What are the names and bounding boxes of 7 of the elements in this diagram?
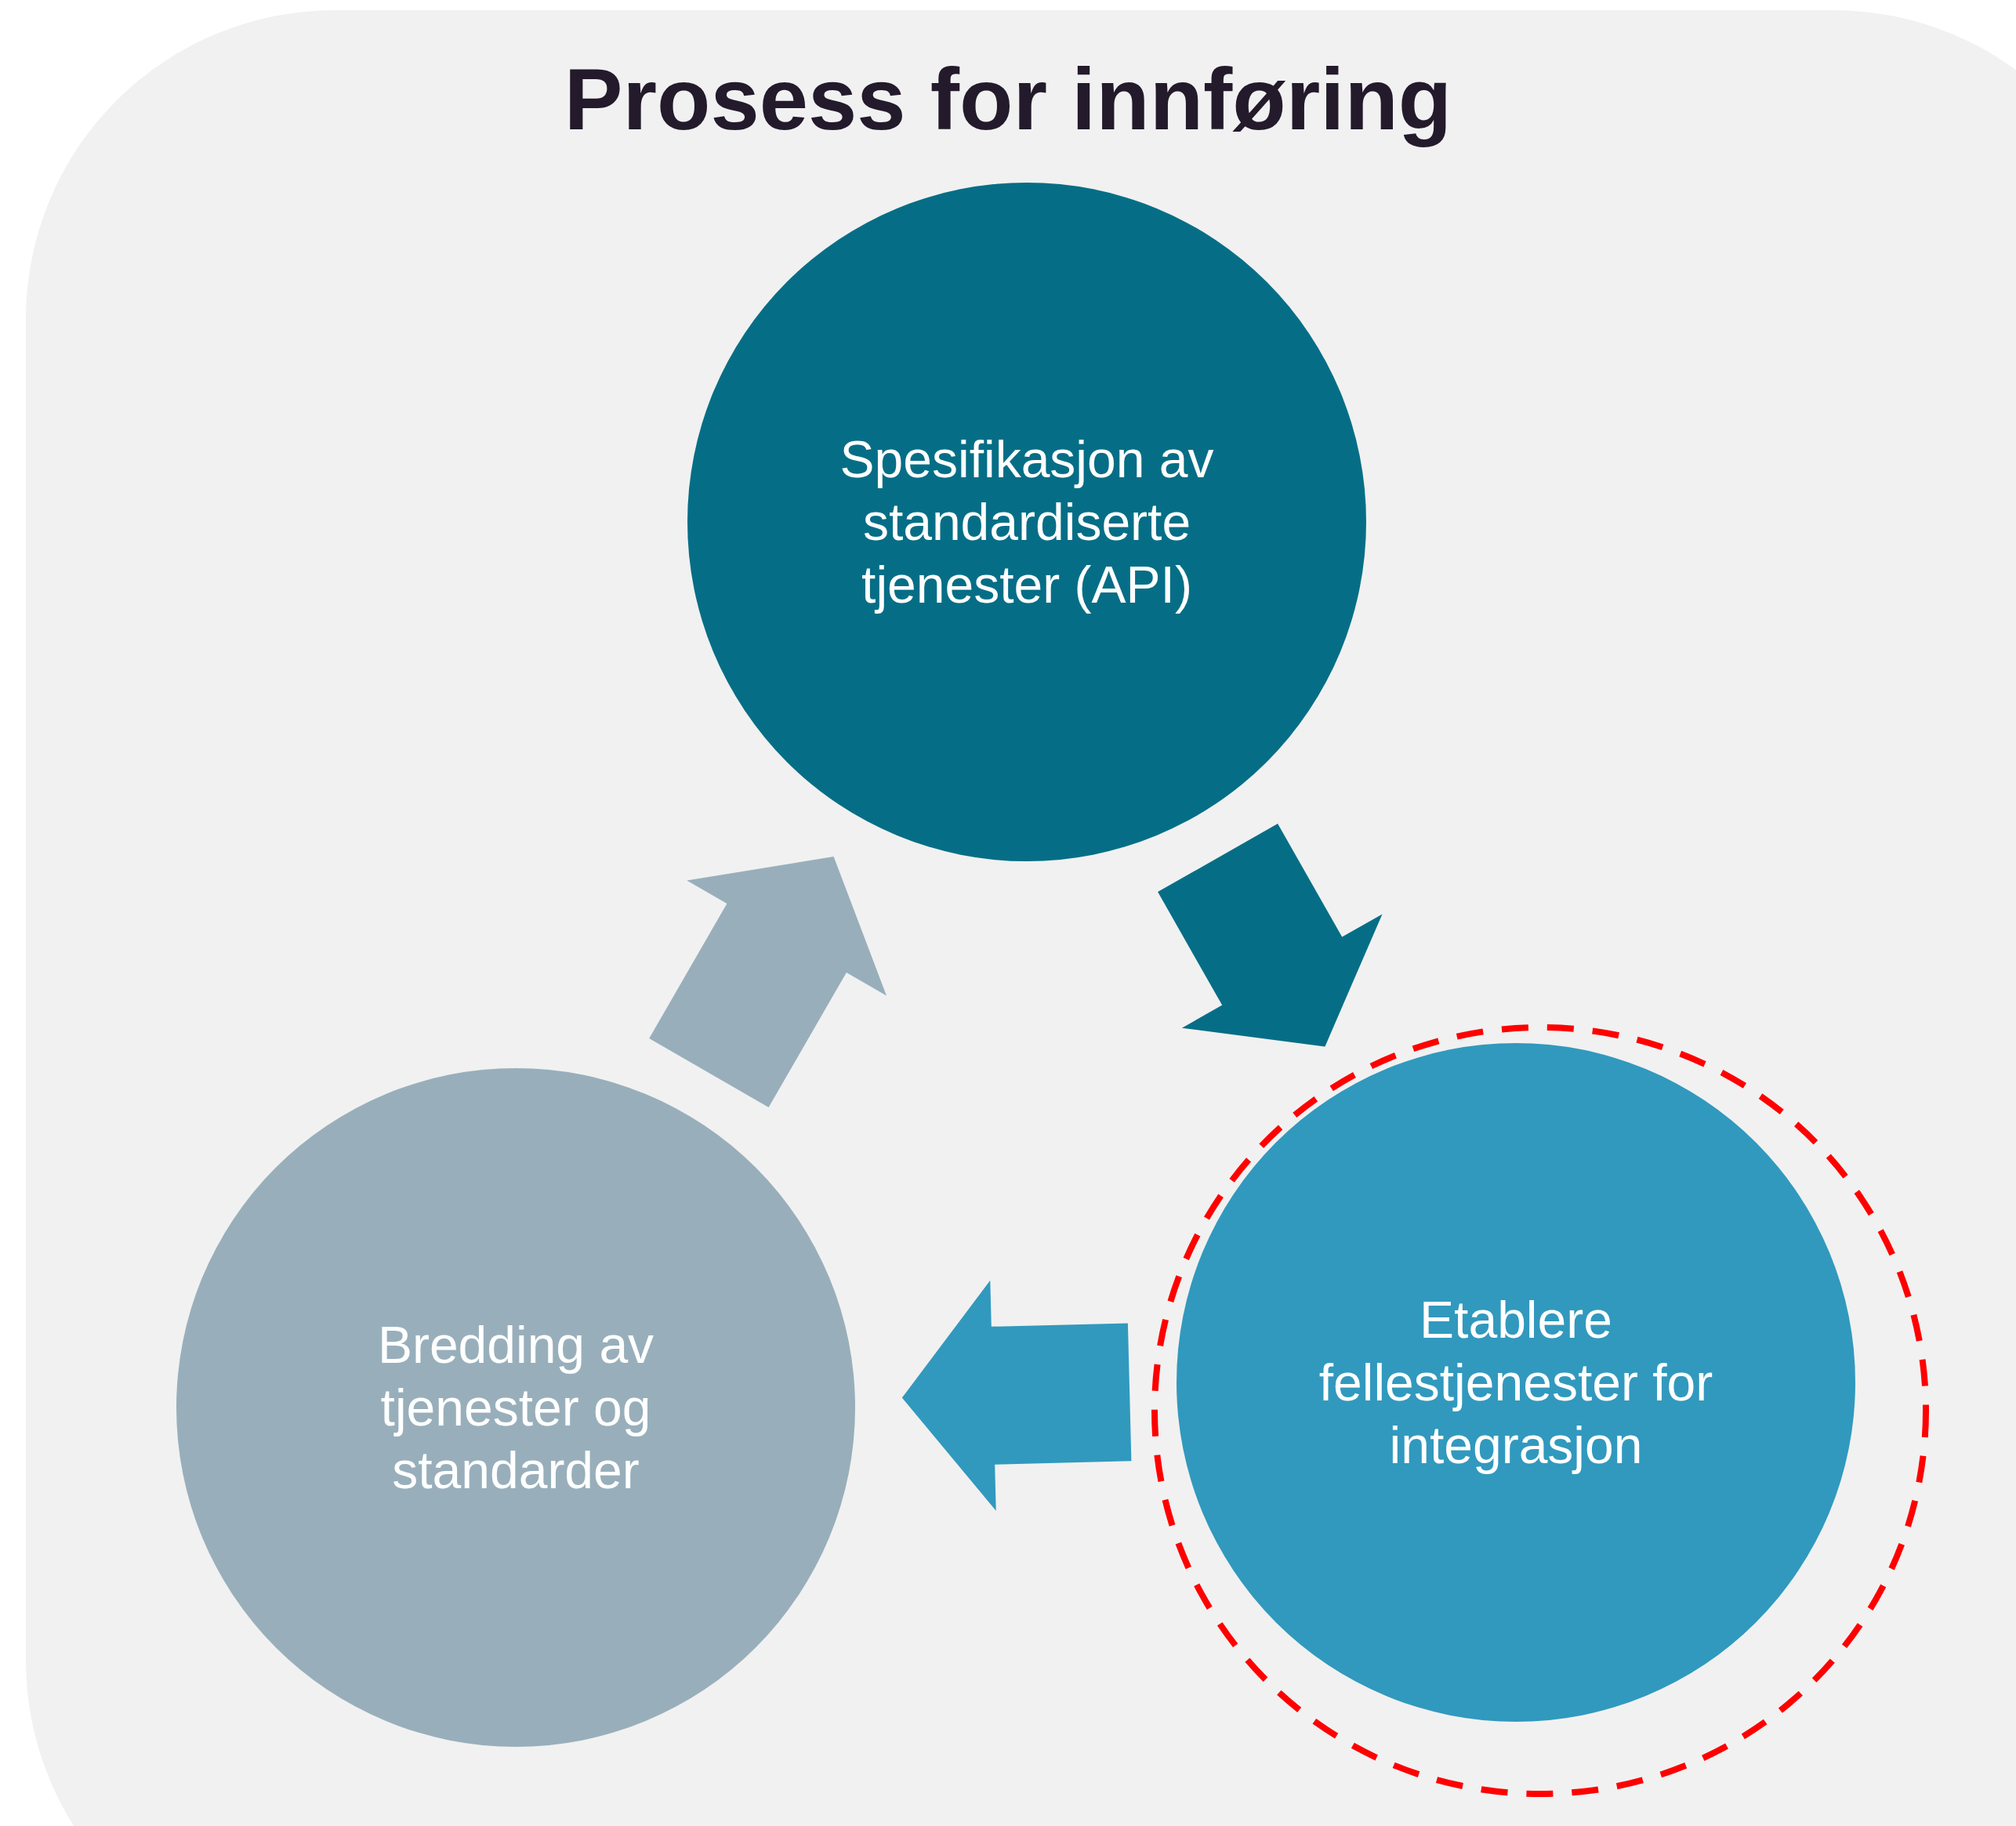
block-arrow (901, 1280, 1132, 1511)
block-arrow (1158, 824, 1383, 1047)
node-label: Etablere fellestjenester for integrasjon (1318, 1290, 1714, 1476)
node-label: Bredding av tjenester og standarder (376, 1315, 655, 1501)
node-label: Spesifikasjon av standardiserte tjenester (API) (839, 429, 1215, 615)
title: Prosess for innføring (563, 49, 1453, 150)
block-arrow (649, 857, 887, 1107)
